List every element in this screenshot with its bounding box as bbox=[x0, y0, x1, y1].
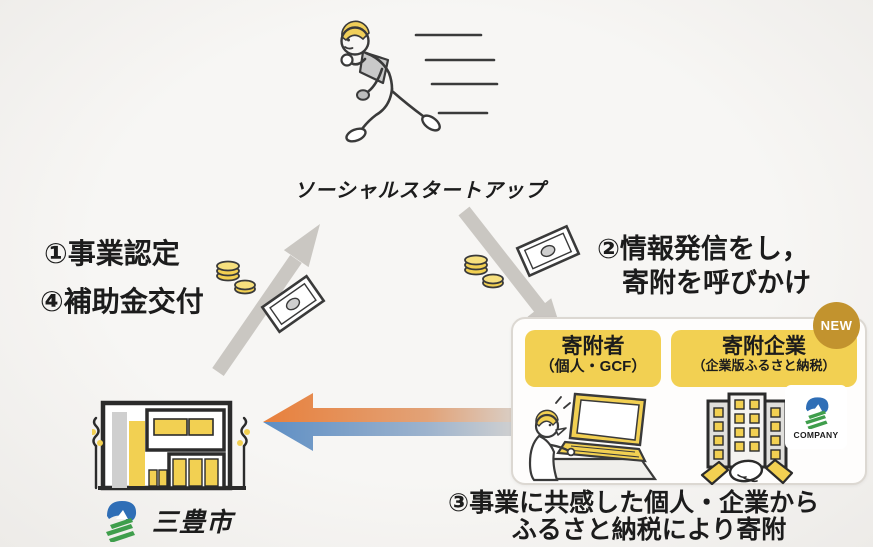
step2-line1: ②情報発信をし， bbox=[597, 234, 809, 264]
donors-panel: 寄附者 （個人・GCF） 寄附企業 （企業版ふるさと納税） NEW bbox=[511, 302, 867, 485]
city-branding: 三豊市 bbox=[98, 498, 233, 542]
startup-label: ソーシャルスタートアップ bbox=[294, 180, 546, 202]
step3-line2: ふるさと納税により寄附 bbox=[511, 516, 787, 544]
city-name-label: 三豊市 bbox=[152, 506, 234, 537]
company-logo-icon bbox=[805, 396, 829, 429]
running-person-icon bbox=[340, 20, 499, 143]
donor-company-subtitle: （企業版ふるさと納税） bbox=[692, 358, 836, 374]
donor-company-tag: 寄附企業 （企業版ふるさと納税） bbox=[671, 330, 857, 387]
step1-label: ①事業認定 bbox=[44, 238, 180, 269]
step2-line2: 寄附を呼びかけ bbox=[622, 268, 811, 298]
step4-label: ④補助金交付 bbox=[40, 286, 204, 317]
step3-line1: ③事業に共感した個人・企業から bbox=[448, 489, 820, 517]
subsidy-up-arrow-icon bbox=[212, 224, 320, 376]
coin-stack-icon bbox=[216, 260, 256, 295]
city-hall-icon bbox=[92, 400, 250, 491]
new-badge: NEW bbox=[813, 302, 860, 349]
company-handshake-icon bbox=[700, 392, 794, 485]
person-laptop-icon bbox=[528, 392, 658, 482]
donor-individual-subtitle: （個人・GCF） bbox=[539, 358, 647, 376]
donor-individual-tag: 寄附者 （個人・GCF） bbox=[525, 330, 661, 387]
mitoyo-logo-icon bbox=[106, 501, 137, 542]
banknote-icon bbox=[515, 224, 581, 278]
tree-icon bbox=[92, 416, 250, 490]
donor-company-title: 寄附企業 bbox=[722, 335, 806, 358]
donor-individual-title: 寄附者 bbox=[561, 335, 625, 358]
donation-left-arrow-icon bbox=[263, 393, 528, 451]
company-logo-label: COMPANY bbox=[793, 429, 839, 440]
coin-stack-icon bbox=[464, 254, 504, 289]
banknote-icon bbox=[260, 274, 326, 334]
company-logo: COMPANY bbox=[785, 385, 847, 449]
